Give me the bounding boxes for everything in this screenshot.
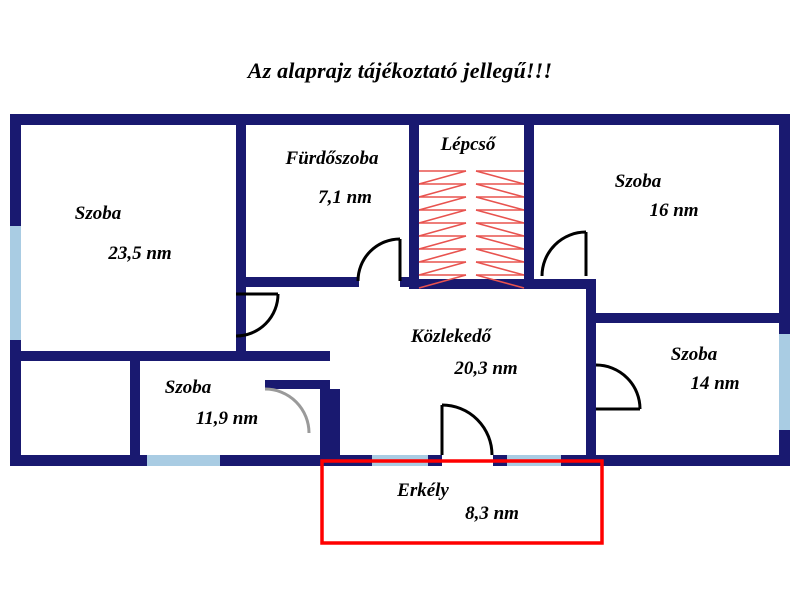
wall-stair-left [409, 114, 419, 289]
wall-bottom-5 [561, 455, 790, 466]
doors [235, 230, 642, 456]
wall-room235-right [236, 286, 246, 351]
room-label-kozlekedo-name: Közlekedő [410, 326, 493, 347]
interior-walls [10, 114, 790, 466]
wall-between-right-rooms [596, 313, 790, 323]
room-label-szoba-14-area: 14 nm [690, 373, 739, 394]
wall-left-upper [10, 114, 21, 226]
wall-hall-right-vert [586, 279, 596, 466]
wall-right-upper [779, 114, 790, 334]
room-label-furdoszoba-name: Fürdőszoba [285, 148, 379, 169]
wall-bottom-2 [220, 455, 372, 466]
room-label-szoba-16-area: 16 nm [649, 200, 698, 221]
wall-left-lower [10, 340, 21, 466]
wall-right-lower [779, 430, 790, 466]
window-bottom-1 [145, 455, 222, 466]
room-labels: Szoba 23,5 nm Fürdőszoba 7,1 nm Lépcső S… [75, 134, 740, 524]
wall-room119-doorjamb [265, 380, 330, 389]
door-szoba119 [264, 387, 311, 434]
room-label-szoba-16-name: Szoba [615, 171, 662, 192]
window-right-wall [779, 332, 790, 432]
wall-stair-bottom [409, 279, 534, 289]
room-label-szoba-14-name: Szoba [671, 344, 718, 365]
wall-room235-bottom [10, 351, 140, 361]
room-label-kozlekedo-area: 20,3 nm [453, 358, 517, 379]
wall-bath-bottom [236, 277, 359, 287]
wall-div-left-room [236, 114, 246, 286]
wall-hall-right-notch [586, 389, 596, 409]
room-label-erkely-area: 8,3 nm [465, 503, 519, 524]
door-balcony [440, 403, 494, 456]
wall-top [10, 114, 790, 125]
wall-stair-right [524, 114, 534, 289]
room-label-szoba-235-area: 23,5 nm [107, 243, 171, 264]
door-szoba14 [595, 363, 642, 411]
page-title: Az alaprajz tájékoztató jellegű!!! [247, 58, 553, 83]
door-szoba16 [540, 230, 588, 277]
wall-bottom-1 [10, 455, 147, 466]
room-label-erkely-name: Erkély [396, 480, 449, 501]
balcony-outline [320, 459, 604, 545]
door-bathroom [356, 237, 402, 282]
door-szoba235 [235, 292, 280, 338]
room-label-furdoszoba-area: 7,1 nm [318, 187, 372, 208]
wall-hall-nook [330, 389, 340, 455]
wall-room119-left [130, 351, 140, 455]
wall-room119-top [130, 351, 330, 361]
wall-room119-right [320, 380, 330, 455]
window-left-wall [10, 224, 21, 342]
room-label-szoba-119-area: 11,9 nm [196, 408, 258, 429]
room-label-lepcso-name: Lépcső [440, 134, 497, 155]
wall-hall-right-top [524, 279, 586, 289]
room-label-szoba-235-name: Szoba [75, 203, 122, 224]
exterior-walls [10, 114, 790, 466]
room-label-szoba-119-name: Szoba [165, 377, 212, 398]
staircase [418, 170, 525, 289]
